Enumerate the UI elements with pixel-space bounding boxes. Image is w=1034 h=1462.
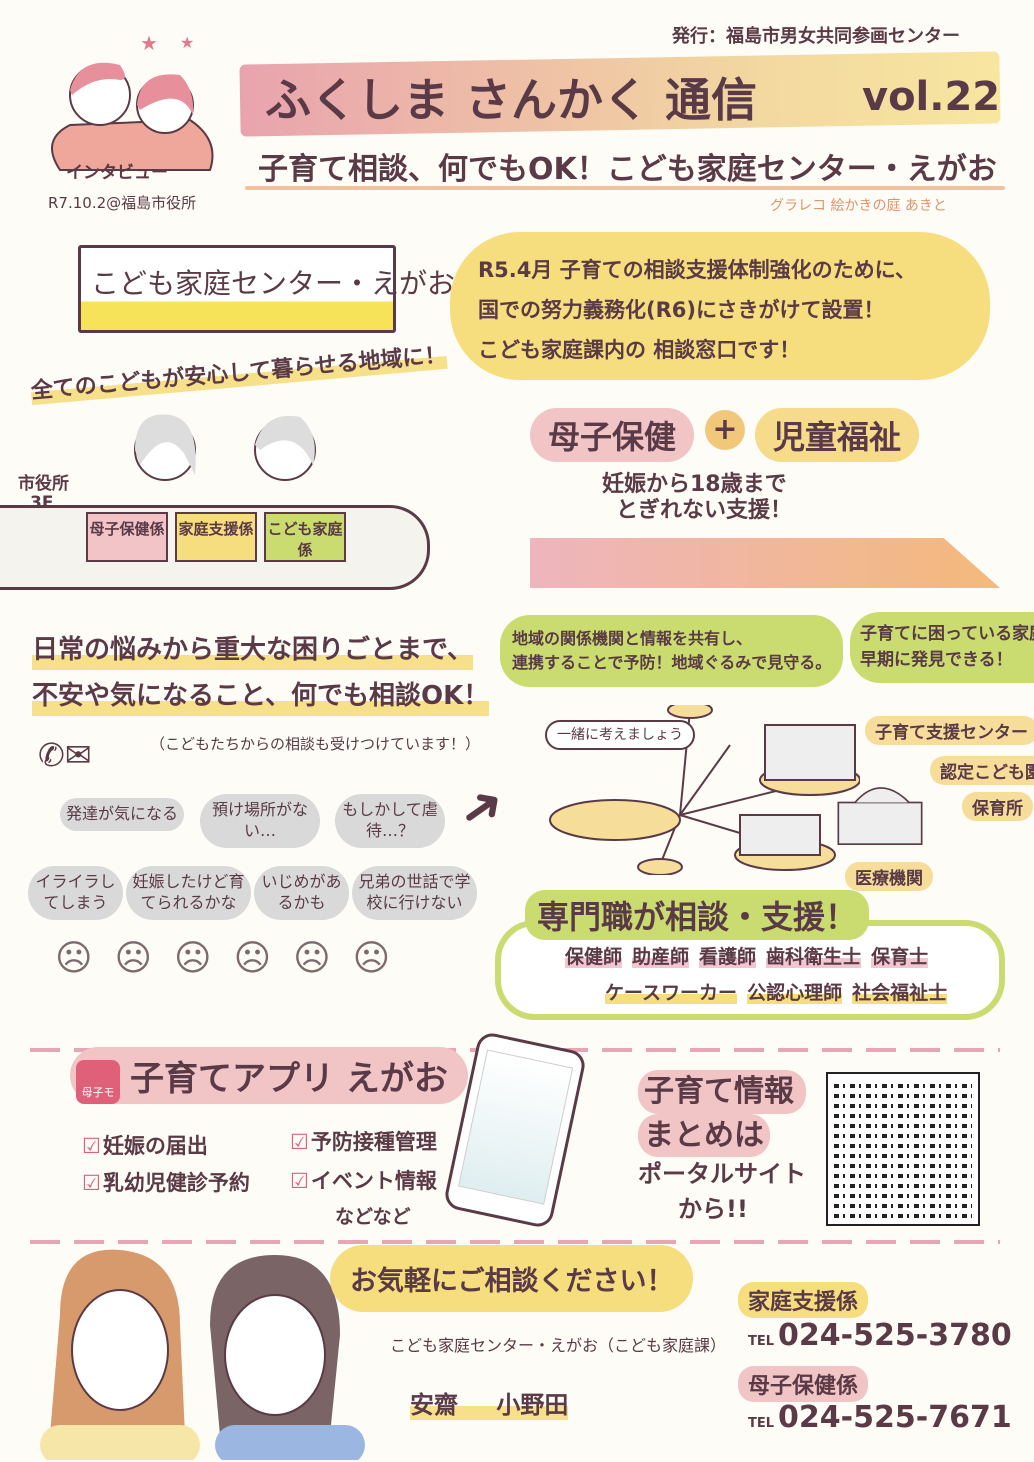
support-span-line: 妊娠から18歳まで xyxy=(602,472,787,497)
box-line: 地域の関係機関と情報を共有し、 xyxy=(512,629,753,648)
profession: 助産師 xyxy=(632,946,690,968)
box-line: 子育てに困っている家庭を xyxy=(860,624,1034,644)
professionals-heading: 専門職が相談・支援！ xyxy=(525,890,870,940)
early-detection-box: 子育てに困っている家庭を早期に発見できる！ xyxy=(850,612,1034,683)
child-welfare-label: 児童福祉 xyxy=(755,408,920,462)
profession: 歯科衛生士 xyxy=(766,946,862,968)
feature-item: イベント情報 xyxy=(290,1165,437,1195)
network-info-box: 地域の関係機関と情報を共有し、連携することで予防！地域ぐるみで見守る。 xyxy=(500,615,844,687)
volume-number: vol.22 xyxy=(862,74,1001,120)
interview-badge: インタビュー xyxy=(66,163,168,183)
professionals-row: 保健師助産師看護師歯科衛生士保育士 xyxy=(565,942,938,969)
org-label: 保育所 xyxy=(962,792,1033,821)
support-span: 妊娠から18歳までとぎれない支援！ xyxy=(602,472,792,525)
consult-line-2: 不安や気になること、何でも相談OK！ xyxy=(32,678,490,716)
etc-label: などなど xyxy=(335,1206,411,1228)
mascot-illustration: ★★ xyxy=(51,31,214,171)
speech-bubble: 一緒に考えましょう xyxy=(545,720,695,751)
app-title: 子育てアプリ えがお xyxy=(70,1047,468,1104)
tel-value: 024-525-3780 xyxy=(778,1318,1012,1353)
center-signboard: こども家庭センター・えがお xyxy=(78,245,455,333)
feature-item: 予防接種管理 xyxy=(290,1126,437,1156)
support-timeline-road xyxy=(530,538,1000,588)
tel-label: TEL xyxy=(748,1416,775,1431)
portal-line: 子育て情報 xyxy=(638,1070,806,1114)
portal-line: ポータルサイト xyxy=(638,1160,806,1188)
newsletter-title: ふくしま さんかく 通信 xyxy=(265,73,758,127)
app-icon: 母子モ xyxy=(76,1060,120,1104)
publisher: 発行：福島市男女共同参画センター xyxy=(672,26,960,47)
issue-subtitle: 子育て相談、何でもOK！こども家庭センター・えがお xyxy=(258,152,997,187)
portal-text: 子育て情報 まとめは ポータルサイト から!! xyxy=(638,1070,806,1227)
center-name: こども家庭センター・えがお（こども家庭課） xyxy=(390,1336,727,1355)
speech-line: こども家庭課内の 相談窓口です！ xyxy=(478,338,801,362)
box-line: 連携することで予防！地域ぐるみで見守る。 xyxy=(512,653,832,672)
worry-bubble: 発達が気になる xyxy=(60,798,184,831)
org-label: 医療機関 xyxy=(845,862,933,891)
tagline: 全てのこどもが安心して暮らせる地域に！ xyxy=(29,336,448,406)
profession: 公認心理師 xyxy=(747,982,843,1004)
dept-label: 家庭支援係 xyxy=(738,1282,869,1318)
tel-value: 024-525-7671 xyxy=(778,1400,1012,1435)
feature-item: 乳幼児健診予約 xyxy=(82,1167,250,1197)
org-label: 認定こども園 xyxy=(930,756,1034,785)
org-label: 子育て支援センター xyxy=(865,716,1034,745)
staff-names: 安齋 小野田 xyxy=(410,1385,569,1420)
arrow-icon: ➜ xyxy=(446,770,517,846)
staff-portraits-illustration xyxy=(40,1249,365,1460)
desk-child-family: こども家庭係 xyxy=(264,512,346,562)
worry-bubble: もしかして虐待…？ xyxy=(335,794,445,848)
desk-maternal-health: 母子保健係 xyxy=(86,512,168,562)
plus-icon: + xyxy=(705,410,745,450)
desk-family-support: 家庭支援係 xyxy=(175,512,257,562)
professionals-row: ケースワーカー公認心理師社会福祉士 xyxy=(605,978,957,1005)
welcome-bubble: お気軽にご相談ください！ xyxy=(330,1245,694,1312)
worried-faces-illustration: ☹☹☹☹☹☹ xyxy=(55,938,413,979)
speech-line: 国での努力義務化(R6)にさきがけて設置！ xyxy=(478,298,885,322)
support-span-line: とぎれない支援！ xyxy=(616,498,793,524)
feature-item: 妊娠の届出 xyxy=(82,1130,208,1160)
portal-line: まとめは xyxy=(638,1113,770,1157)
subtitle-underline xyxy=(245,186,1005,190)
worry-bubble: 兄弟の世話で学校に行けない xyxy=(352,866,477,920)
portal-qr-code[interactable] xyxy=(826,1072,980,1226)
worry-bubble: イライラしてしまう xyxy=(28,866,123,920)
intro-speech-bubble: R5.4月 子育ての相談支援体制強化のために、 国での努力義務化(R6)にさきが… xyxy=(450,232,990,380)
profession: 看護師 xyxy=(699,946,757,968)
consult-line-1: 日常の悩みから重大な困りごとまで、 xyxy=(32,632,473,670)
svg-text:★: ★ xyxy=(140,31,158,55)
maternal-health-label: 母子保健 xyxy=(530,408,695,462)
profession: ケースワーカー xyxy=(605,982,738,1004)
floor-number: 3F xyxy=(30,492,54,513)
profession: 保健師 xyxy=(565,946,623,968)
interview-date: R7.10.2@福島市役所 xyxy=(48,194,197,212)
network-diagram xyxy=(549,705,860,875)
cityhall-label: 市役所 xyxy=(18,474,69,494)
staff-illustration xyxy=(134,414,316,481)
worry-bubble: いじめがあるかも xyxy=(254,866,349,920)
consult-note: （こどもたちからの相談も受けつけています！） xyxy=(150,735,481,753)
svg-text:★: ★ xyxy=(180,33,194,52)
phone-mail-icon: ✆✉ xyxy=(38,736,92,774)
illustrator-credit: グラレコ 絵かきの庭 あきと xyxy=(770,198,947,214)
section-divider xyxy=(30,1240,1000,1244)
speech-line: R5.4月 子育ての相談支援体制強化のために、 xyxy=(478,258,917,282)
box-line: 早期に発見できる！ xyxy=(860,649,1013,670)
nursery-building-illustration xyxy=(837,787,923,845)
dept-label: 母子保健係 xyxy=(738,1366,869,1402)
profession: 保育士 xyxy=(871,946,929,968)
portal-line: から!! xyxy=(678,1194,748,1223)
tel-label: TEL xyxy=(748,1334,775,1349)
profession: 社会福祉士 xyxy=(852,982,948,1004)
worry-bubble: 妊娠したけど育てられるかな xyxy=(126,866,251,920)
worry-bubble: 預け場所がない… xyxy=(200,794,320,848)
